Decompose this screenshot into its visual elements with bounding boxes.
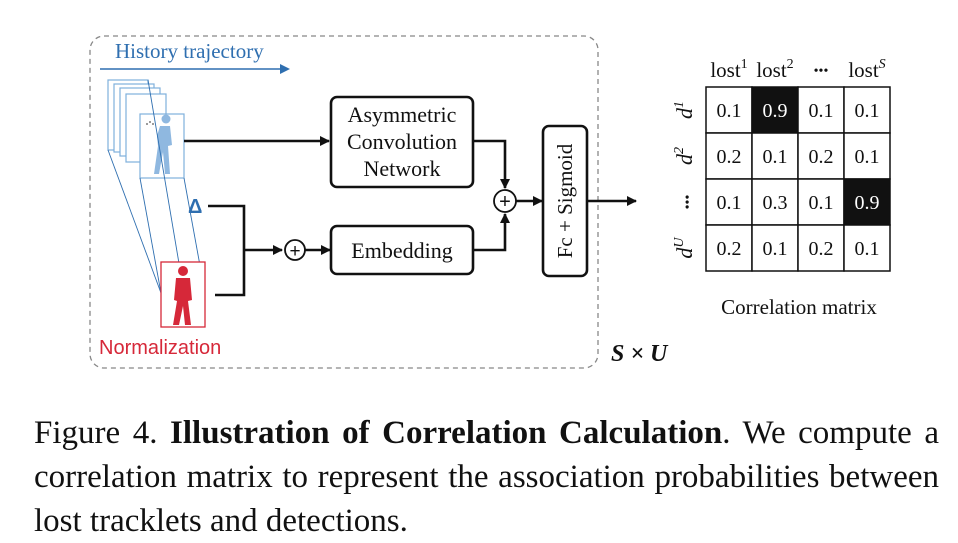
- embedding-label: Embedding: [351, 238, 452, 263]
- caption-title: Illustration of Correlation Calculation: [170, 415, 723, 451]
- matrix-column-header: lost2: [756, 57, 793, 82]
- matrix-cell-value: 0.1: [717, 100, 742, 122]
- matrix-cell-value: 0.2: [717, 238, 742, 260]
- matrix-cell: [797, 224, 845, 272]
- matrix-cell: [843, 224, 891, 272]
- delta-line: [208, 204, 246, 297]
- caption-prefix: Figure 4.: [34, 415, 171, 451]
- matrix-cell-value: 0.9: [763, 100, 788, 122]
- matrix-row-headers: d1 d2 ••• dU: [672, 101, 697, 259]
- matrix-cell: [705, 224, 753, 272]
- matrix-column-header: lost1: [710, 57, 747, 82]
- matrix-cell: [751, 178, 799, 226]
- history-frames: [107, 79, 185, 179]
- matrix-cell-value: 0.2: [809, 146, 834, 168]
- matrix-title: Correlation matrix: [721, 295, 877, 319]
- caption-body: . We compute a correlation matrix to rep…: [34, 415, 939, 539]
- matrix-cell-value: 0.3: [763, 192, 788, 214]
- matrix-cell-value: 0.1: [855, 146, 880, 168]
- matrix-row-header: •••: [681, 195, 696, 210]
- svg-text:+: +: [499, 191, 511, 213]
- matrix-cell: [797, 132, 845, 180]
- matrix-cell-value: 0.1: [763, 146, 788, 168]
- history-person-icon: [154, 114, 172, 174]
- projection-lines: [107, 79, 206, 294]
- correlation-diagram: History trajectory Normalization Δ + E: [89, 35, 891, 369]
- matrix-cell: [751, 224, 799, 272]
- normalization-label: Normalization: [99, 337, 221, 359]
- matrix-row-header: d1: [672, 101, 697, 119]
- matrix-cell-value: 0.1: [855, 238, 880, 260]
- matrix-cell-value: 0.1: [717, 192, 742, 214]
- asym-line-2: Convolution: [347, 129, 457, 154]
- matrix-cell-value: 0.2: [809, 238, 834, 260]
- figure-caption: Figure 4. Illustration of Correlation Ca…: [34, 411, 939, 543]
- fc-sigmoid-label: Fc + Sigmoid: [553, 143, 577, 258]
- matrix-column-header: •••: [814, 64, 829, 79]
- matrix-cell-value: 0.2: [717, 146, 742, 168]
- matrix-column-headers: lost1 lost2 ••• lostS: [710, 57, 885, 82]
- normalized-person-icon: [173, 266, 192, 325]
- correlation-matrix: 0.1 0.9 0.1 0.1 0.2 0.1 0.2 0.1 0.1 0.3 0.1 0.9 0.2 0…: [705, 86, 891, 272]
- svg-text:+: +: [289, 241, 300, 262]
- matrix-column-header: lostS: [848, 57, 885, 82]
- sxu-label: S × U: [611, 341, 669, 367]
- asym-line-3: Network: [364, 156, 441, 181]
- history-trajectory-label: History trajectory: [115, 39, 264, 63]
- matrix-cell-value: 0.1: [809, 192, 834, 214]
- matrix-cell-value: 0.1: [855, 100, 880, 122]
- delta-symbol: Δ: [188, 196, 202, 218]
- matrix-cell-value: 0.1: [809, 100, 834, 122]
- matrix-cell-value: 0.1: [763, 238, 788, 260]
- asym-line-1: Asymmetric: [348, 102, 457, 127]
- matrix-row-header: dU: [672, 237, 697, 259]
- matrix-cell-value: 0.9: [855, 192, 880, 214]
- matrix-cell: [705, 178, 753, 226]
- matrix-cell: [797, 86, 845, 134]
- matrix-cell: [843, 86, 891, 134]
- matrix-row-header: d2: [672, 147, 697, 165]
